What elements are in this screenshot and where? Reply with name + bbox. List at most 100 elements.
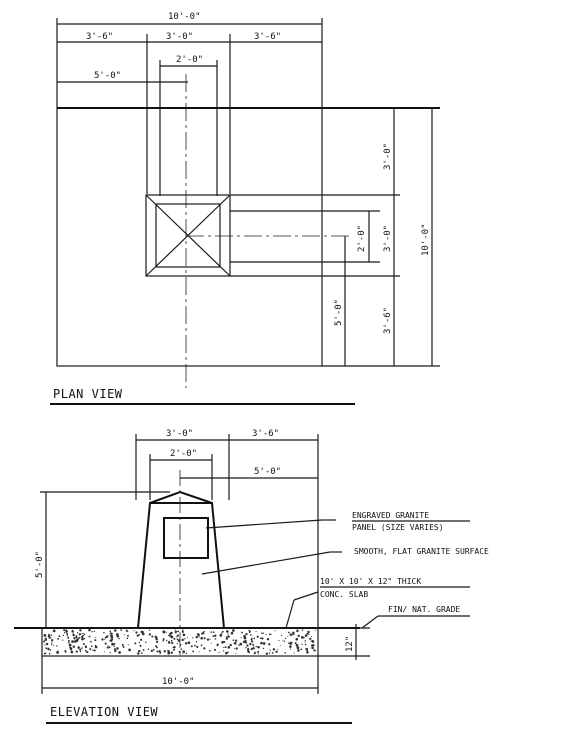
slab-stipple-dot	[89, 648, 92, 651]
slab-stipple-dot	[310, 644, 314, 647]
slab-stipple-dot	[109, 633, 111, 635]
slab-stipple-dot	[242, 640, 246, 644]
plan-monument-diag-2	[145, 194, 231, 277]
slab-stipple-dot	[156, 646, 159, 649]
slab-stipple-dot	[246, 648, 250, 652]
slab-stipple-dot	[75, 636, 78, 639]
slab-stipple-dot	[311, 646, 314, 650]
slab-stipple-dot	[75, 635, 78, 638]
slab-stipple-dot	[52, 629, 56, 633]
slab-stipple-dot	[170, 639, 173, 642]
slab-stipple-dot	[275, 650, 278, 653]
slab-stipple-dot	[63, 629, 66, 632]
slab-stipple-dot	[109, 651, 111, 654]
slab-stipple-dot	[43, 634, 47, 637]
slab-stipple-dot	[284, 637, 287, 640]
plan-dim-left-seg: 3'-6"	[86, 32, 113, 42]
slab-stipple-dot	[71, 630, 74, 633]
note-engraved-line2: PANEL (SIZE VARIES)	[352, 523, 444, 532]
slab-stipple-dot	[125, 629, 128, 632]
slab-stipple-dot	[92, 649, 94, 652]
slab-stipple-dot	[221, 630, 224, 633]
slab-stipple-dot	[182, 650, 186, 654]
slab-stipple-dot	[165, 639, 168, 642]
slab-stipple-dot	[104, 642, 107, 645]
slab-stipple-dot	[181, 630, 184, 633]
slab-stipple-dot	[249, 634, 252, 636]
slab-stipple-dot	[247, 650, 250, 653]
plan-dim-right-seg: 3'-6"	[254, 32, 281, 42]
slab-stipple-dot	[238, 644, 240, 647]
slab-stipple-dot	[249, 642, 252, 646]
slab-stipple-dot	[240, 637, 242, 639]
slab-stipple-dot	[255, 645, 257, 648]
slab-stipple-dot	[158, 650, 161, 653]
slab-stipple-dot	[257, 653, 259, 655]
slab-stipple-dot	[307, 630, 310, 634]
slab-stipple-dot	[145, 641, 147, 644]
slab-stipple-dot	[261, 637, 264, 640]
slab-stipple-dot	[148, 633, 151, 636]
elev-leader-smooth	[201, 551, 331, 575]
slab-stipple-dot	[76, 638, 79, 641]
slab-stipple-dot	[155, 637, 158, 641]
slab-stipple-dot	[296, 629, 299, 633]
slab-stipple-dot	[127, 631, 129, 633]
elev-leader-slab-down	[285, 599, 295, 629]
slab-stipple-dot	[104, 651, 106, 653]
slab-stipple-dot	[230, 631, 234, 635]
slab-stipple-dot	[195, 635, 198, 639]
slab-stipple-dot	[243, 636, 247, 640]
note-engraved-line1: ENGRAVED GRANITE	[352, 511, 429, 520]
slab-stipple-dot	[114, 649, 117, 653]
plan-monument-inner	[155, 203, 221, 268]
slab-stipple-dot	[311, 635, 313, 637]
elev-leader-engraved	[205, 519, 323, 529]
slab-stipple-dot	[76, 632, 79, 634]
slab-stipple-dot	[269, 649, 271, 651]
slab-stipple-dot	[246, 644, 249, 647]
plan-dim-inner-label: 2'-0"	[176, 55, 203, 65]
slab-stipple-dot	[141, 632, 145, 636]
slab-stipple-dot	[304, 641, 306, 643]
slab-stipple-dot	[67, 636, 69, 639]
slab-stipple-dot	[195, 641, 198, 643]
slab-stipple-dot	[300, 636, 304, 639]
elevation-view-title: ELEVATION VIEW	[50, 705, 158, 719]
slab-stipple-dot	[296, 646, 300, 650]
slab-stipple-dot	[62, 639, 64, 641]
slab-stipple-dot	[71, 640, 74, 643]
slab-stipple-dot	[234, 647, 236, 649]
slab-stipple-dot	[289, 645, 292, 648]
slab-stipple-dot	[253, 648, 255, 650]
slab-stipple-dot	[278, 640, 280, 642]
slab-stipple-dot	[168, 634, 170, 637]
slab-stipple-dot	[49, 649, 52, 651]
slab-stipple-dot	[177, 630, 180, 632]
plan-dim-right-inner: 2'-0"	[357, 225, 367, 252]
slab-stipple-dot	[196, 645, 199, 649]
slab-stipple-dot	[224, 646, 227, 648]
slab-stipple-dot	[138, 649, 141, 653]
slab-stipple-dot	[289, 641, 293, 645]
slab-stipple-dot	[74, 640, 77, 643]
slab-stipple-dot	[176, 636, 178, 638]
slab-stipple-dot	[170, 635, 174, 639]
slab-stipple-dot	[82, 632, 84, 635]
slab-stipple-dot	[304, 643, 307, 646]
elev-leader-slab	[293, 591, 319, 601]
slab-stipple-dot	[82, 643, 85, 645]
slab-stipple-dot	[69, 647, 73, 651]
slab-stipple-dot	[176, 642, 178, 645]
slab-stipple-dot	[306, 650, 309, 653]
slab-stipple-dot	[136, 634, 139, 637]
slab-stipple-dot	[156, 650, 159, 653]
plan-dim-overall-label: 10'-0"	[168, 12, 201, 22]
slab-stipple-dot	[200, 644, 203, 647]
slab-stipple-dot	[109, 630, 112, 633]
note-slab-line2: CONC. SLAB	[320, 590, 368, 599]
slab-stipple-dot	[220, 632, 223, 634]
slab-stipple-dot	[50, 634, 52, 636]
slab-stipple-dot	[178, 639, 181, 642]
slab-stipple-dot	[260, 632, 263, 634]
